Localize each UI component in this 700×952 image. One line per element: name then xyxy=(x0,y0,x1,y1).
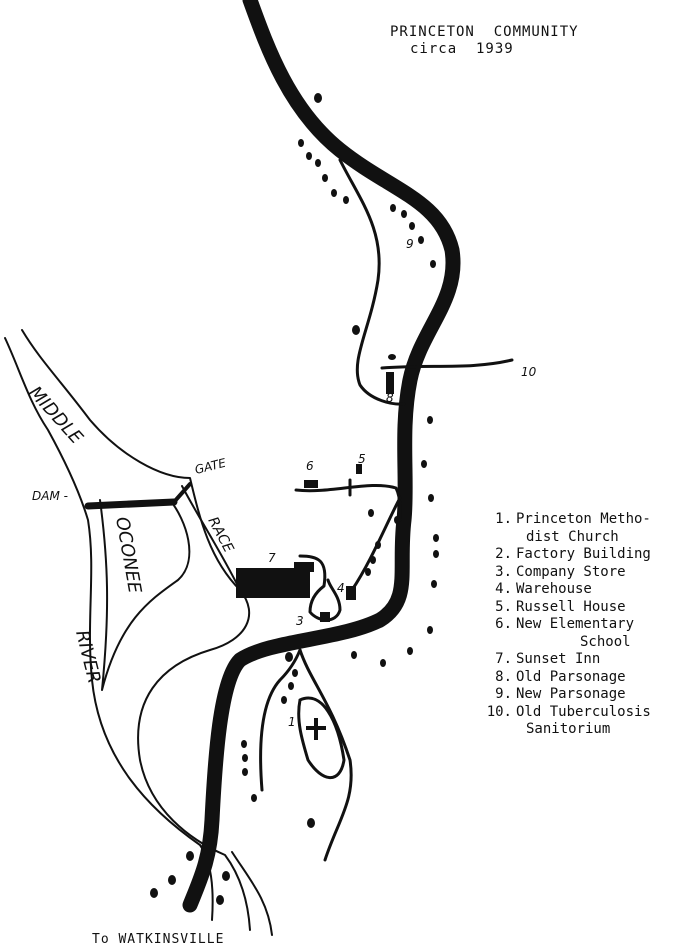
legend-item: 8. Old Parsonage xyxy=(468,669,651,687)
race-channel-west xyxy=(99,499,191,691)
map-number-4: 4 xyxy=(337,581,345,595)
road-warehouse xyxy=(350,496,402,592)
house-dots xyxy=(150,93,439,905)
legend: 1. Princeton Metho- dist Church 2. Facto… xyxy=(468,511,651,739)
legend-text-continued: Sanitorium xyxy=(526,721,611,737)
legend-text: New Elementary xyxy=(516,616,635,632)
river-bank-east xyxy=(21,329,251,931)
legend-number: 6. xyxy=(495,616,512,632)
label-oconee: OCONEE xyxy=(111,515,145,595)
legend-item: 3. Company Store xyxy=(468,564,651,582)
legend-text-continued: dist Church xyxy=(526,528,619,545)
map-number-5: 5 xyxy=(358,452,366,466)
legend-text: Old Tuberculosis xyxy=(516,703,651,720)
label-river: RIVER xyxy=(71,628,104,685)
legend-number: 9. xyxy=(495,686,512,702)
legend-number: 7. xyxy=(495,651,512,667)
map-number-10: 10 xyxy=(521,365,537,379)
legend-text: New Parsonage xyxy=(516,686,626,702)
label-dam: DAM - xyxy=(32,489,68,503)
school-building xyxy=(304,480,318,488)
legend-text-continued: School xyxy=(580,633,631,650)
sunset-inn xyxy=(386,372,394,394)
road-to-10 xyxy=(380,358,514,370)
legend-number: 10. xyxy=(486,703,512,720)
label-gate: GATE xyxy=(193,456,227,477)
legend-item: 1. Princeton Metho- xyxy=(468,511,651,529)
legend-item: 7. Sunset Inn xyxy=(468,651,651,669)
loop-road xyxy=(338,158,406,406)
legend-text: Princeton Metho- xyxy=(516,511,651,527)
legend-number: 4. xyxy=(495,581,512,597)
factory-building xyxy=(236,568,310,598)
to-watkinsville-label: To WATKINSVILLE xyxy=(92,932,225,947)
legend-number: 3. xyxy=(495,563,512,580)
legend-item: 5. Russell House xyxy=(468,599,651,617)
legend-text: Old Parsonage xyxy=(516,668,626,685)
legend-item: 2. Factory Building xyxy=(468,546,651,564)
road-store xyxy=(298,554,342,622)
map-title: PRINCETON COMMUNITY xyxy=(390,24,579,40)
map-number-1: 1 xyxy=(288,715,296,729)
legend-item: 10. Old Tuberculosis xyxy=(468,704,651,722)
church-lot xyxy=(297,696,346,780)
map-number-9: 9 xyxy=(406,237,414,251)
label-middle: MIDDLE xyxy=(24,382,87,449)
legend-item: 4. Warehouse xyxy=(468,581,651,599)
road-left-lower xyxy=(259,648,302,792)
main-highway xyxy=(182,0,461,913)
gate-bar xyxy=(172,482,192,504)
legend-text: Factory Building xyxy=(516,546,651,562)
creek-lower xyxy=(231,851,273,936)
river-bank-west xyxy=(4,337,214,921)
map-number-8: 8 xyxy=(386,391,394,405)
map-number-3: 3 xyxy=(296,614,304,628)
russell-house xyxy=(356,464,362,474)
legend-text: Warehouse xyxy=(516,581,592,597)
road-right-lower xyxy=(298,648,353,862)
legend-item: 6. New Elementary xyxy=(468,616,651,634)
church-cross xyxy=(306,718,326,740)
map-subtitle: circa 1939 xyxy=(410,41,514,57)
race-channel-east xyxy=(181,485,241,591)
legend-number: 5. xyxy=(495,598,512,615)
company-store xyxy=(320,612,330,622)
dam-bar xyxy=(84,498,178,510)
legend-text: Company Store xyxy=(516,563,626,580)
road-school xyxy=(294,484,402,522)
factory-annex xyxy=(294,562,314,572)
legend-number: 1. xyxy=(495,511,512,527)
legend-item: 9. New Parsonage xyxy=(468,686,651,704)
legend-number: 2. xyxy=(495,546,512,562)
map-number-7: 7 xyxy=(268,551,276,565)
legend-number: 8. xyxy=(495,668,512,685)
map-number-6: 6 xyxy=(306,459,314,473)
legend-text: Russell House xyxy=(516,598,626,615)
legend-text: Sunset Inn xyxy=(516,651,601,667)
warehouse xyxy=(346,586,356,600)
